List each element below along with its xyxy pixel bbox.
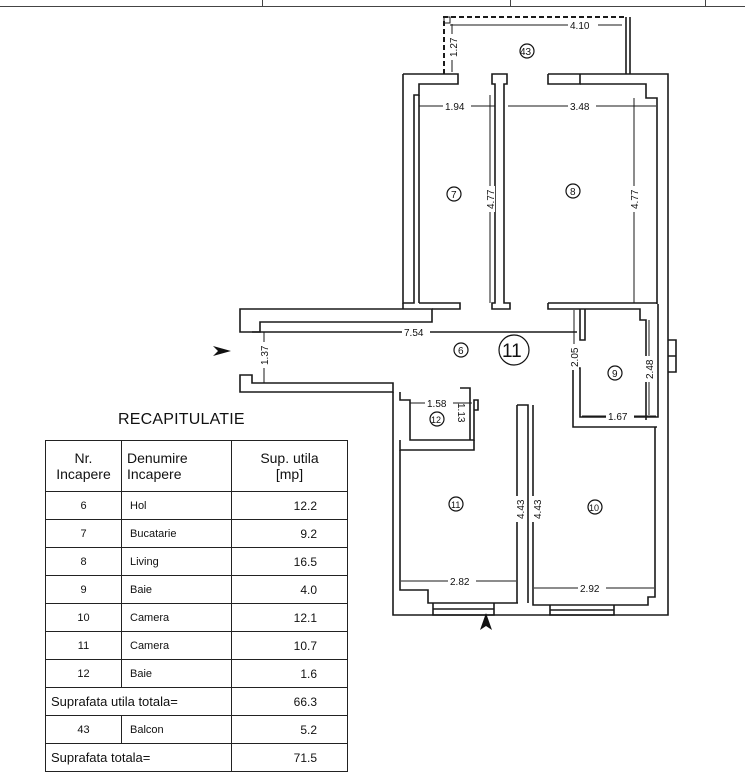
dim-room11-depth: 4.43 [516, 499, 527, 519]
outer-right-bottom-wall [392, 304, 669, 616]
header-divider [510, 0, 511, 6]
room-label-8: 8 [565, 183, 581, 199]
dim-living-depth: 4.77 [630, 189, 641, 209]
recap-title: RECAPITULATIE [118, 411, 245, 428]
room-label-10: 10 [587, 499, 603, 515]
svg-text:43: 43 [520, 47, 532, 58]
svg-text:9: 9 [612, 369, 618, 380]
dim-room10-width: 2.92 [580, 584, 600, 595]
svg-text:12: 12 [431, 415, 441, 425]
entrance-arrow-icon [213, 346, 231, 356]
room10-window [549, 605, 615, 616]
balcony-corner [443, 16, 451, 24]
grand-total-row: Suprafata totala=71.5 [45, 743, 348, 772]
room10-walls [532, 405, 656, 606]
dim-bath9-width: 1.67 [608, 412, 628, 423]
page-header-strip [0, 0, 745, 7]
bath9-walls [577, 308, 647, 420]
dim-balcony-width: 4.10 [570, 21, 590, 32]
svg-text:6: 6 [458, 346, 464, 357]
hall-bottom-wall [239, 374, 394, 393]
dim-room11-width: 2.82 [450, 577, 470, 588]
svg-text:11: 11 [502, 341, 522, 362]
kitchen-bottom-wall [419, 302, 461, 310]
room-label-11: 11 [448, 496, 464, 512]
bath12-bottom [399, 440, 475, 451]
room-label-7: 7 [446, 186, 462, 202]
room11-window [432, 603, 495, 616]
dim-living-width: 3.48 [570, 102, 590, 113]
balcony-side-wall [625, 17, 631, 74]
orientation-arrow-icon [480, 613, 492, 630]
dim-room10-depth: 4.43 [533, 499, 544, 519]
kitchen-living-partition [491, 73, 511, 310]
living-bottom-wall [547, 302, 657, 310]
bath9-window [668, 339, 677, 373]
header-area: Sup. utila[mp] [231, 440, 348, 492]
living-top-wall [548, 73, 669, 304]
dim-hall-width: 1.37 [260, 345, 271, 365]
useful-total-row: Suprafata utila totala=66.3 [45, 687, 348, 716]
room11-walls [399, 404, 529, 604]
dim-bath9-right: 2.48 [645, 359, 656, 379]
svg-text:10: 10 [589, 503, 599, 513]
apartment-number: 11 [498, 334, 530, 366]
dim-kitchen-width: 1.94 [445, 102, 465, 113]
svg-text:7: 7 [451, 190, 457, 201]
dim-bath12-depth: 1.13 [455, 403, 466, 423]
header-divider [262, 0, 263, 6]
hall-top-wall [239, 303, 433, 333]
svg-text:8: 8 [570, 187, 576, 198]
dim-balcony-depth: 1.27 [449, 37, 460, 57]
room-label-9: 9 [607, 365, 623, 381]
svg-text:11: 11 [451, 500, 460, 510]
living-window [547, 74, 581, 85]
dim-kitchen-depth: 4.77 [486, 189, 497, 209]
room-label-43: 43 [519, 43, 535, 59]
balcony-outline [443, 16, 626, 74]
room-label-6: 6 [453, 342, 469, 358]
header-nr: Nr.Incapere [45, 440, 122, 492]
living-inner-right [580, 83, 658, 304]
dim-hall-length: 7.54 [404, 328, 424, 339]
room-label-12: 12 [429, 411, 445, 427]
dim-bath12-width: 1.58 [427, 399, 447, 410]
header-divider [705, 0, 706, 6]
dim-bath9-left: 2.05 [570, 347, 581, 367]
